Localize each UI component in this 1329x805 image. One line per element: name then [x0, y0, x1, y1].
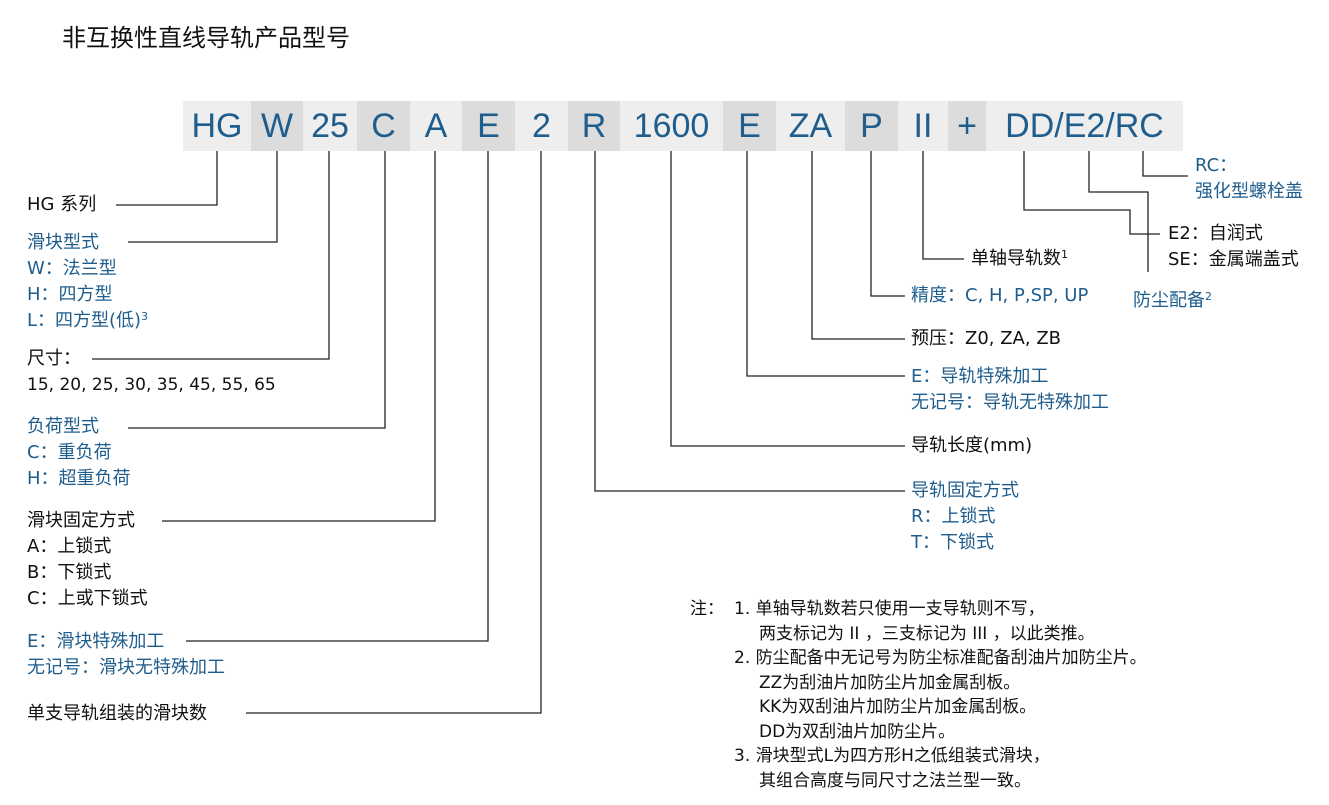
- code-seg-dust: DD/E2/RC: [986, 101, 1183, 151]
- leader-block-special: [186, 151, 489, 642]
- block-mount-c: C：上或下锁式: [27, 588, 148, 609]
- rails-per-axis-row: 单轴导轨数1: [971, 246, 1068, 272]
- note-line-6: DD为双刮油片加防尘片。: [759, 721, 956, 742]
- label-series: HG 系列: [27, 194, 97, 215]
- label-blocks-per-rail: 单支导轨组装的滑块数: [27, 703, 207, 724]
- dust-se: SE：金属端盖式: [1168, 249, 1299, 270]
- code-seg-accuracy: P: [845, 101, 898, 151]
- leader-block-mount: [162, 151, 436, 522]
- label-rail-length: 导轨长度(mm): [911, 435, 1033, 456]
- leader-series: [116, 151, 218, 206]
- code-seg-rail-mount: R: [568, 101, 620, 151]
- rail-special-group: E：导轨特殊加工 无记号：导轨无特殊加工: [911, 364, 1109, 416]
- note-line-8: 其组合高度与同尺寸之法兰型一致。: [759, 770, 1031, 791]
- notes-prefix: 注：: [690, 599, 724, 619]
- code-seg-rail-special: E: [723, 101, 776, 151]
- block-special-e: E：滑块特殊加工: [27, 631, 165, 652]
- code-seg-series: HG: [183, 101, 251, 151]
- dust-rc-title: RC：: [1195, 155, 1238, 176]
- block-mount-b: B：下锁式: [27, 562, 112, 583]
- size-group: 尺寸： 15, 20, 25, 30, 35, 45, 55, 65: [27, 346, 276, 398]
- page-title: 非互换性直线导轨产品型号: [62, 24, 350, 52]
- note-line-5: KK为双刮油片加防尘片加金属刮板。: [759, 697, 1037, 717]
- dust-note-ref: 2: [1205, 290, 1212, 303]
- block-mount-title: 滑块固定方式: [27, 510, 135, 531]
- leader-rails-per-axis: [922, 151, 964, 260]
- rail-mount-title: 导轨固定方式: [911, 480, 1019, 501]
- rail-mount-r: R：上锁式: [911, 506, 996, 527]
- leader-rail-special: [746, 151, 905, 377]
- label-preload: 预压：Z0, ZA, ZB: [911, 328, 1061, 349]
- note-line-1: 1. 单轴导轨数若只使用一支导轨则不写，: [734, 599, 1045, 619]
- code-seg-block-type: W: [251, 101, 303, 151]
- dust-rc-desc: 强化型螺栓盖: [1195, 181, 1303, 202]
- leader-block-type: [128, 151, 278, 243]
- leader-blocks-per-rail: [246, 151, 542, 714]
- rail-special-e: E：导轨特殊加工: [911, 366, 1049, 387]
- rail-mount-group: 导轨固定方式 R：上锁式 T：下锁式: [911, 478, 1019, 556]
- dust-rc-group: RC： 强化型螺栓盖: [1195, 153, 1303, 205]
- leader-dust-rc: [1142, 151, 1188, 177]
- rail-mount-t: T：下锁式: [911, 532, 994, 553]
- load-type-title: 负荷型式: [27, 416, 99, 437]
- leader-load-type: [128, 151, 386, 429]
- leader-preload: [811, 151, 905, 340]
- code-seg-block-special: E: [462, 101, 515, 151]
- dust-e2-se-group: E2：自润式 SE：金属端盖式: [1168, 221, 1299, 273]
- block-type-h: H：四方型: [27, 284, 113, 305]
- block-mount-a: A：上锁式: [27, 536, 112, 557]
- block-type-l-row: L：四方型(低)3: [27, 308, 148, 334]
- size-title: 尺寸：: [27, 348, 81, 369]
- code-seg-load-type: C: [357, 101, 410, 151]
- block-type-w: W：法兰型: [27, 258, 117, 279]
- leader-size: [92, 151, 330, 360]
- size-values: 15, 20, 25, 30, 35, 45, 55, 65: [27, 375, 276, 395]
- leader-dust-dd: [1023, 151, 1160, 235]
- leader-rail-mount: [594, 151, 905, 492]
- block-type-title: 滑块型式: [27, 232, 99, 253]
- label-dust: 防尘配备: [1133, 290, 1205, 311]
- block-type-group: 滑块型式 W：法兰型 H：四方型 L：四方型(低)3: [27, 230, 148, 334]
- note-line-3: 2. 防尘配备中无记号为防尘标准配备刮油片加防尘片。: [734, 648, 1147, 668]
- label-rails-per-axis: 单轴导轨数: [971, 248, 1061, 269]
- note-line-2: 两支标记为 II ，三支标记为 III ，以此类推。: [759, 623, 1095, 644]
- note-line-7: 3. 滑块型式L为四方形H之低组装式滑块，: [734, 746, 1050, 766]
- code-seg-rails-per-axis: II: [898, 101, 948, 151]
- code-seg-plus: +: [948, 101, 986, 151]
- leader-accuracy: [870, 151, 905, 297]
- block-type-l: L：四方型(低): [27, 310, 142, 331]
- code-seg-size: 25: [303, 101, 357, 151]
- code-seg-preload: ZA: [776, 101, 845, 151]
- rails-per-axis-note-ref: 1: [1061, 248, 1068, 261]
- dust-e2: E2：自润式: [1168, 223, 1263, 244]
- note-line-4: ZZ为刮油片加防尘片加金属刮板。: [759, 672, 1021, 693]
- block-mount-group: 滑块固定方式 A：上锁式 B：下锁式 C：上或下锁式: [27, 508, 148, 612]
- code-seg-rail-length: 1600: [620, 101, 723, 151]
- block-special-none: 无记号：滑块无特殊加工: [27, 657, 225, 678]
- block-special-group: E：滑块特殊加工 无记号：滑块无特殊加工: [27, 629, 225, 681]
- code-seg-blocks-per-rail: 2: [515, 101, 568, 151]
- rail-special-none: 无记号：导轨无特殊加工: [911, 392, 1109, 413]
- block-type-l-note-ref: 3: [141, 310, 149, 323]
- load-type-group: 负荷型式 C：重负荷 H：超重负荷: [27, 414, 131, 492]
- leader-rail-length: [670, 151, 905, 447]
- dust-row: 防尘配备2: [1133, 288, 1212, 314]
- code-seg-block-mount: A: [410, 101, 462, 151]
- leader-dust-e2: [1088, 151, 1149, 272]
- load-type-c: C：重负荷: [27, 442, 112, 463]
- label-accuracy: 精度：C, H, P,SP, UP: [911, 285, 1089, 306]
- load-type-h: H：超重负荷: [27, 468, 131, 489]
